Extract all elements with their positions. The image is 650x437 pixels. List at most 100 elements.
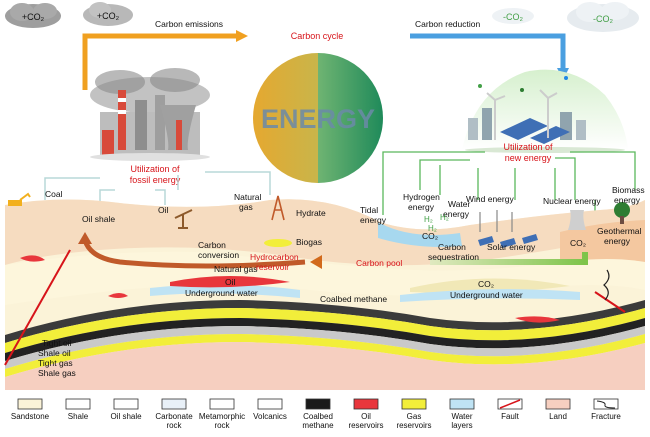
hydrogen-label-1: Hydrogen xyxy=(403,192,440,202)
legend-label-sandstone: Sandstone xyxy=(11,412,50,421)
natural-gas-label-2: gas xyxy=(239,202,253,212)
legend-swatch-oil-shale xyxy=(113,398,139,410)
legend-swatch-shale xyxy=(65,398,91,410)
hydrocarbon-label-2: reservoir xyxy=(256,262,289,272)
legend-fracture-line xyxy=(596,400,616,409)
carbon-conversion-label-2: conversion xyxy=(198,250,239,260)
fossil-utilization-label-2: fossil energy xyxy=(130,175,181,185)
h2-label-b: H₂ xyxy=(440,213,449,222)
legend-label-shale: Shale xyxy=(68,412,89,421)
co2-cloud-left-2: +CO₂ xyxy=(83,2,133,26)
hydrocarbon-arrowhead xyxy=(78,232,92,244)
co2-plus-label-2: +CO₂ xyxy=(97,11,120,21)
energy-text: ENERGY xyxy=(261,104,375,134)
carbon-reduction-arrow xyxy=(410,33,566,70)
natural-gas-small-label: Natural gas xyxy=(214,264,257,274)
legend-label-water-layers-2: layers xyxy=(451,421,472,430)
legend-swatch-metamorphic-rock xyxy=(209,398,235,410)
fossil-utilization-label-1: Utilization of xyxy=(130,164,180,174)
co2-label-c: CO₂ xyxy=(478,279,494,289)
biomass-label-1: Biomass xyxy=(612,185,645,195)
legend-swatch-carbonate-rock xyxy=(161,398,187,410)
co2-plus-label: +CO₂ xyxy=(22,12,45,22)
fossil-connectors xyxy=(44,171,271,210)
legend-swatch-gas-reservoirs xyxy=(401,398,427,410)
legend-swatch-land xyxy=(545,398,571,410)
legend-label-metamorphic-rock-2: rock xyxy=(214,421,230,430)
water-energy-label-1: Water xyxy=(448,199,471,209)
co2-minus-label: -CO₂ xyxy=(503,12,523,22)
water-energy-label-2: energy xyxy=(443,209,470,219)
co2-cloud-right: -CO₂ xyxy=(492,8,534,24)
tidal-label-1: Tidal xyxy=(360,205,378,215)
natural-gas-label-1: Natural xyxy=(234,192,262,202)
legend-label-coalbed-methane-2: methane xyxy=(302,421,334,430)
tight-oil-label: Tight oil xyxy=(42,338,72,348)
legend-swatch-fracture xyxy=(593,398,619,410)
tidal-label-2: energy xyxy=(360,215,387,225)
co2-label-b: CO₂ xyxy=(570,238,586,248)
nuclear-energy-label: Nuclear energy xyxy=(543,196,601,206)
carbon-reduction-label: Carbon reduction xyxy=(415,19,480,29)
legend-label-carbonate-rock: Carbonate xyxy=(155,412,193,421)
energy-circle xyxy=(253,53,383,183)
legend-swatch-sandstone xyxy=(17,398,43,410)
tree-icon xyxy=(614,202,630,224)
carbon-pool-label: Carbon pool xyxy=(356,258,402,268)
legend-swatch-water-layers xyxy=(449,398,475,410)
co2-cloud-right-2: -CO₂ xyxy=(567,2,639,32)
tight-gas-label: Tight gas xyxy=(38,358,73,368)
sequestration-arrow xyxy=(430,252,588,265)
coal-excavator-icon xyxy=(8,192,31,206)
oil-pump-icon xyxy=(174,209,193,229)
coal-label: Coal xyxy=(45,189,63,199)
legend-label-land: Land xyxy=(549,412,567,421)
biogas-label: Biogas xyxy=(296,237,322,247)
legend-label-fault: Fault xyxy=(501,412,520,421)
legend-label-metamorphic-rock: Metamorphic xyxy=(199,412,245,421)
legend-label-oil-reservoirs: Oil xyxy=(361,412,371,421)
oil-label: Oil xyxy=(158,205,169,215)
shale-gas-label: Shale gas xyxy=(38,368,76,378)
new-utilization-label-2: new energy xyxy=(505,153,552,163)
underground-water-label-1: Underground water xyxy=(185,288,258,298)
geology-cross-section xyxy=(4,199,645,390)
carbon-pool-arrowhead xyxy=(310,255,322,269)
carbon-emissions-arrowhead xyxy=(236,30,248,42)
hydrate-label: Hydrate xyxy=(296,208,326,218)
legend-label-gas-reservoirs-2: reservoirs xyxy=(396,421,431,430)
coalbed-methane-label: Coalbed methane xyxy=(320,294,387,304)
legend-label-fracture: Fracture xyxy=(591,412,621,421)
new-energy-city xyxy=(462,69,628,153)
legend-swatch-volcanics xyxy=(257,398,283,410)
legend-label-gas-reservoirs: Gas xyxy=(407,412,422,421)
legend-fault-line xyxy=(499,399,521,409)
wind-energy-label: Wind energy xyxy=(466,194,514,204)
biomass-label-2: energy xyxy=(614,195,641,205)
hydrocarbon-arrow xyxy=(82,239,306,269)
carbon-emissions-label: Carbon emissions xyxy=(155,19,223,29)
carbon-sequestration-label-2: sequestration xyxy=(428,252,479,262)
underground-water-label-2: Underground water xyxy=(450,290,523,300)
hydrocarbon-label-1: Hydrocarbon xyxy=(250,252,299,262)
legend-label-volcanics: Volcanics xyxy=(253,412,287,421)
co2-cloud-left: +CO₂ xyxy=(5,3,61,28)
co2-label-a: CO₂ xyxy=(422,231,438,241)
carbon-sequestration-label-1: Carbon xyxy=(438,242,466,252)
oil-reservoir-label: Oil xyxy=(225,277,236,287)
hydrogen-label-2: energy xyxy=(408,202,435,212)
co2-minus-label-2: -CO₂ xyxy=(593,14,613,24)
gas-rig-icon xyxy=(271,195,285,221)
legend-label-coalbed-methane: Coalbed xyxy=(303,412,333,421)
legend-swatch-coalbed-methane xyxy=(305,398,331,410)
factory-illustration xyxy=(90,68,210,161)
carbon-conversion-label-1: Carbon xyxy=(198,240,226,250)
solar-panels-icon xyxy=(478,234,538,248)
carbon-cycle-label: Carbon cycle xyxy=(291,31,344,41)
legend-label-water-layers: Water xyxy=(451,412,472,421)
oil-shale-label: Oil shale xyxy=(82,214,115,224)
legend-label-oil-reservoirs-2: reservoirs xyxy=(348,421,383,430)
